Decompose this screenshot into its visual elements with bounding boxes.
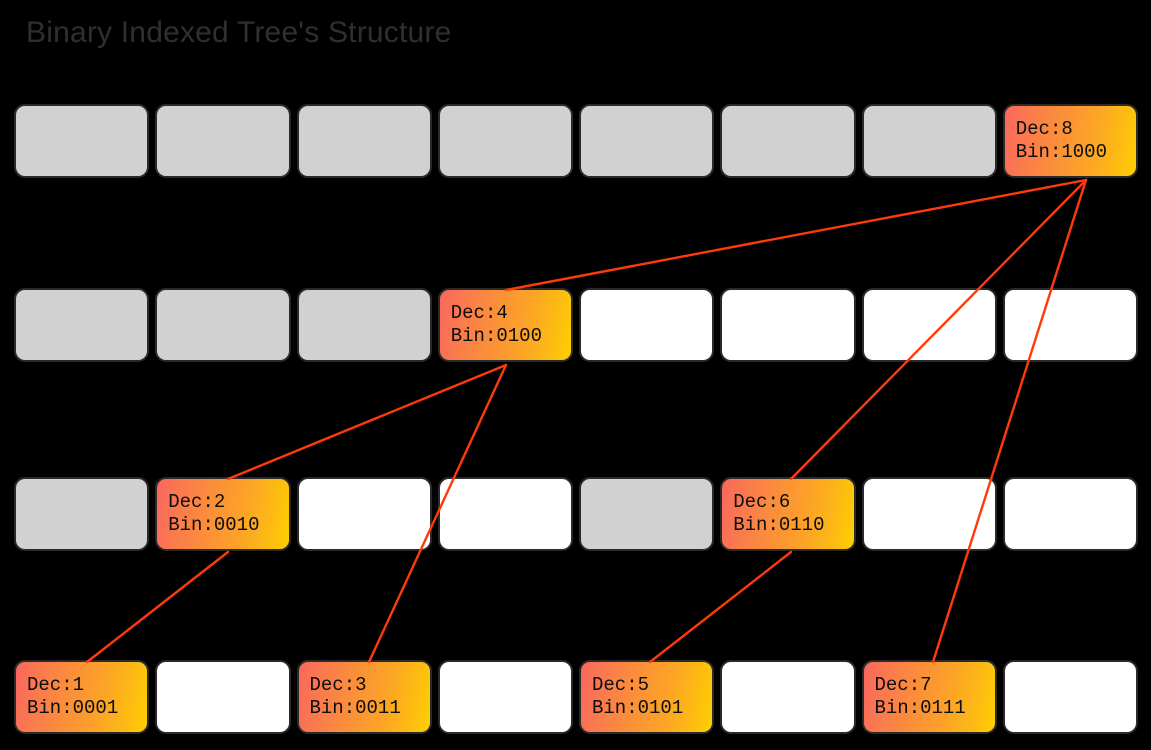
empty-cell-r2-c6[interactable] bbox=[720, 288, 856, 362]
tree-edge bbox=[85, 550, 230, 664]
node-binary-text: Bin:1000 bbox=[1015, 141, 1107, 163]
empty-cell-r4-c4[interactable] bbox=[437, 660, 573, 734]
empty-cell-r1-c1[interactable] bbox=[14, 104, 150, 178]
empty-cell-r2-c1[interactable] bbox=[14, 288, 150, 362]
node-binary-text: Bin:0100 bbox=[450, 325, 542, 347]
empty-cell-r2-c2[interactable] bbox=[155, 288, 291, 362]
empty-cell-r1-c5[interactable] bbox=[579, 104, 715, 178]
empty-cell-r4-c8[interactable] bbox=[1002, 660, 1138, 734]
empty-cell-r3-c4[interactable] bbox=[437, 477, 573, 551]
empty-cell-r2-c3[interactable] bbox=[296, 288, 432, 362]
empty-cell-r1-c4[interactable] bbox=[437, 104, 573, 178]
node-decimal-text: Dec:5 bbox=[592, 674, 650, 696]
node-binary-text: Bin:0110 bbox=[733, 514, 825, 536]
empty-cell-r1-c2[interactable] bbox=[155, 104, 291, 178]
node-binary-text: Bin:0101 bbox=[592, 697, 684, 719]
empty-cell-r2-c7[interactable] bbox=[861, 288, 997, 362]
tree-edge bbox=[226, 363, 508, 481]
empty-cell-r3-c7[interactable] bbox=[861, 477, 997, 551]
node-binary-text: Bin:0010 bbox=[168, 514, 260, 536]
node-binary-text: Bin:0011 bbox=[309, 697, 401, 719]
node-decimal-text: Dec:2 bbox=[168, 491, 226, 513]
tree-edge bbox=[648, 550, 793, 664]
page-title: Binary Indexed Tree's Structure bbox=[26, 16, 452, 49]
node-decimal-text: Dec:8 bbox=[1015, 118, 1073, 140]
node-binary-text: Bin:0001 bbox=[27, 697, 119, 719]
empty-cell-r3-c5[interactable] bbox=[579, 477, 715, 551]
node-decimal-text: Dec:3 bbox=[309, 674, 367, 696]
empty-cell-r2-c5[interactable] bbox=[579, 288, 715, 362]
node-decimal-text: Dec:1 bbox=[27, 674, 85, 696]
empty-cell-r1-c3[interactable] bbox=[296, 104, 432, 178]
node-binary-text: Bin:0111 bbox=[874, 697, 966, 719]
tree-edge bbox=[931, 178, 1088, 664]
node-decimal-text: Dec:6 bbox=[733, 491, 791, 513]
empty-cell-r3-c1[interactable] bbox=[14, 477, 150, 551]
tree-edge bbox=[504, 178, 1088, 292]
empty-cell-r3-c3[interactable] bbox=[296, 477, 432, 551]
empty-cell-r4-c2[interactable] bbox=[155, 660, 291, 734]
node-decimal-text: Dec:4 bbox=[450, 302, 508, 324]
empty-cell-r4-c6[interactable] bbox=[720, 660, 856, 734]
empty-cell-r3-c8[interactable] bbox=[1002, 477, 1138, 551]
node-decimal-text: Dec:7 bbox=[874, 674, 932, 696]
empty-cell-r1-c6[interactable] bbox=[720, 104, 856, 178]
empty-cell-r2-c8[interactable] bbox=[1002, 288, 1138, 362]
empty-cell-r1-c7[interactable] bbox=[861, 104, 997, 178]
